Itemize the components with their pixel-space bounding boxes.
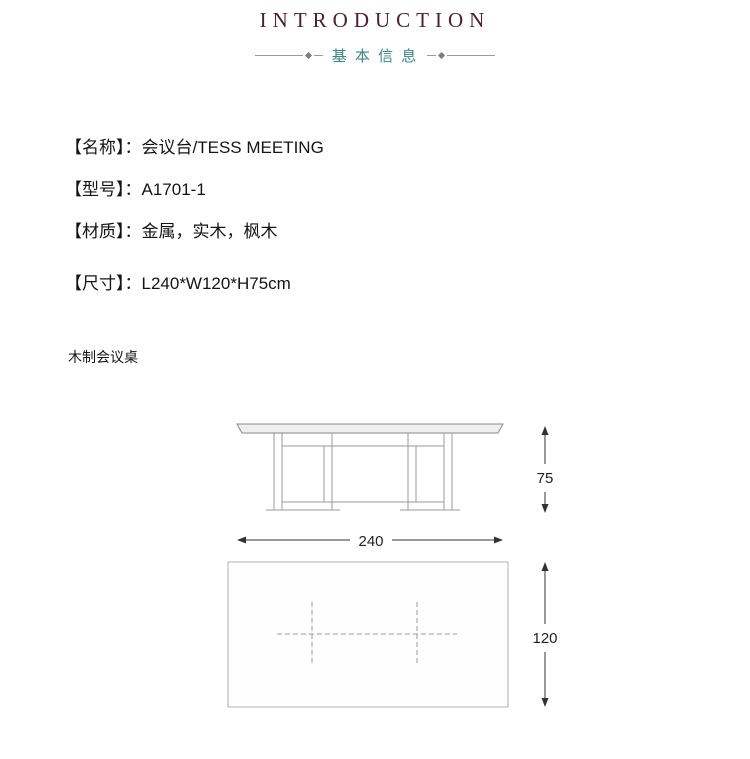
page-title: INTRODUCTION (259, 8, 491, 32)
arrow-right-icon (494, 536, 503, 544)
center-marks (277, 602, 457, 666)
section-subtitle: 基 本 信 息 (331, 47, 419, 65)
subtitle-divider: 基 本 信 息 (0, 46, 750, 65)
tabletop (236, 423, 504, 434)
front-view (236, 423, 504, 511)
width-label: 240 (358, 533, 383, 550)
depth-label: 120 (532, 630, 557, 647)
dimension-height: 75 (537, 426, 554, 513)
divider-line-right-short (427, 54, 437, 56)
dimension-width: 240 (237, 533, 503, 550)
spec-model: 【型号】：A1701-1 (65, 180, 206, 199)
arrow-down-icon (541, 504, 549, 513)
arrow-up-icon (541, 426, 549, 435)
arrow-down-icon (541, 698, 549, 707)
divider-line-left (254, 54, 303, 56)
height-label: 75 (537, 470, 554, 487)
spec-size: 【尺寸】：L240*W120*H75cm (65, 274, 291, 293)
top-view (227, 561, 509, 708)
arrow-left-icon (237, 536, 246, 544)
arrow-up-icon (541, 562, 549, 571)
spec-name: 【名称】：会议台/TESS MEETING (65, 138, 324, 157)
divider-line-left-short (313, 54, 323, 56)
drawing-caption: 木制会议桌 (68, 349, 138, 365)
divider-line-right (447, 54, 496, 56)
spec-material: 【材质】：金属，实木，枫木 (65, 222, 278, 241)
dimension-depth: 120 (532, 562, 558, 707)
